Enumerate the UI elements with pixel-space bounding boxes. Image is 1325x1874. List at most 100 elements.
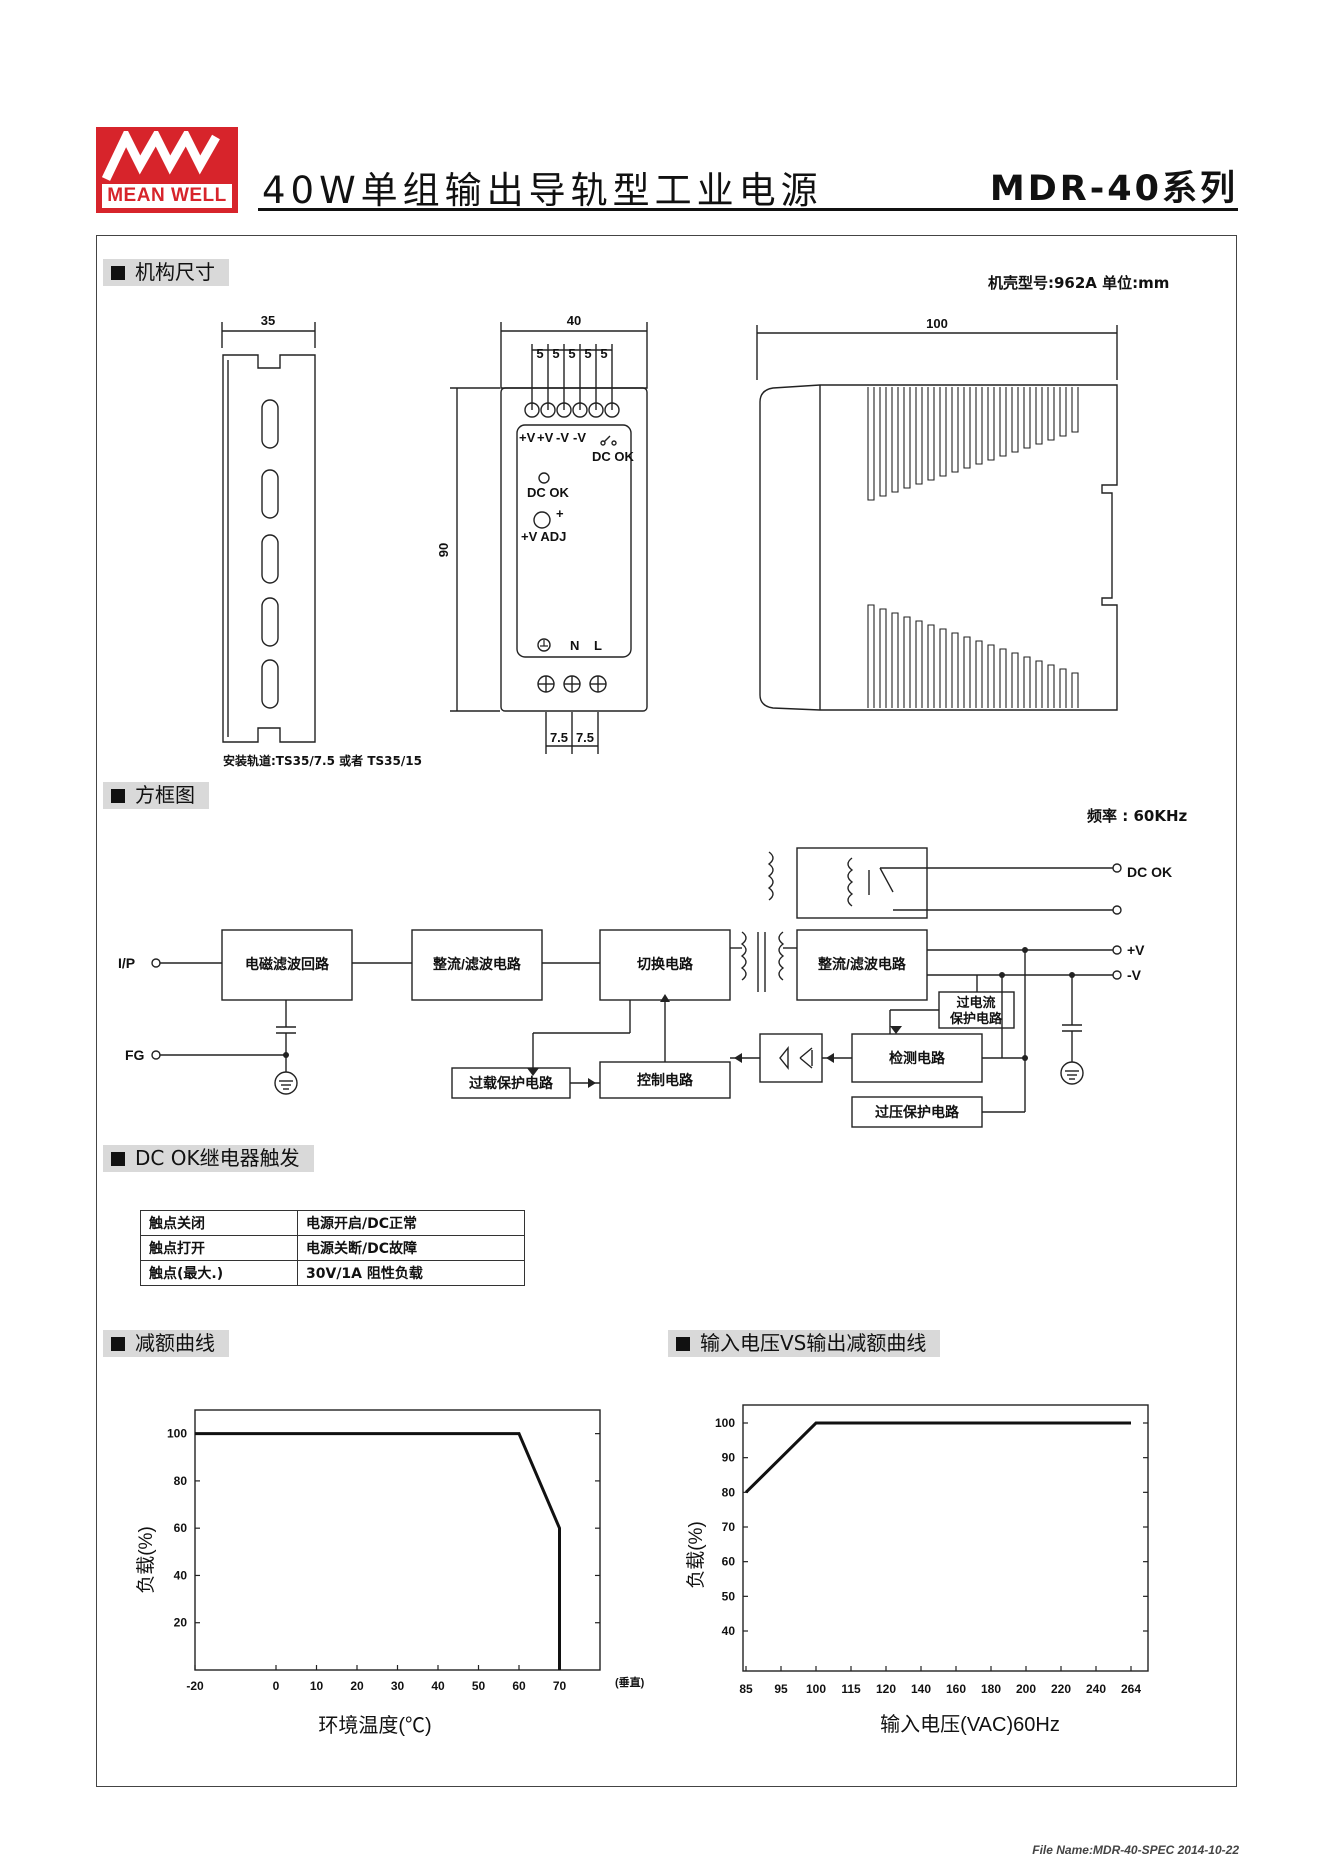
section-input-derating-title: 输入电压VS输出减额曲线 bbox=[700, 1331, 927, 1355]
frequency-note: 频率 : 60KHz bbox=[1087, 807, 1188, 825]
brand-name: MEAN WELL bbox=[102, 184, 232, 208]
ocp-label-2: 保护电路 bbox=[949, 1011, 1003, 1026]
label-minus-v-2: -V bbox=[573, 430, 586, 445]
x-tick-label: 10 bbox=[310, 1679, 324, 1693]
label-plus-v: +V bbox=[1127, 942, 1145, 958]
ground-symbol-icon bbox=[540, 640, 548, 647]
rectifier-1-block bbox=[411, 929, 543, 1001]
ocp-label-1: 过电流 bbox=[956, 995, 995, 1010]
input-derating-x-label: 输入电压(VAC)60Hz bbox=[880, 1713, 1060, 1736]
relay-key: 触点打开 bbox=[140, 1235, 298, 1261]
label-l: L bbox=[594, 638, 602, 653]
y-tick-label: 40 bbox=[722, 1624, 736, 1638]
dim-pitch-5: 5 bbox=[600, 346, 607, 361]
section-mechanical-title: 机构尺寸 bbox=[135, 260, 215, 284]
label-fg: FG bbox=[125, 1047, 145, 1063]
label-minus-v-1: -V bbox=[556, 430, 569, 445]
section-mechanical: 机构尺寸 bbox=[103, 259, 229, 286]
x-tick-label: 70 bbox=[553, 1679, 567, 1693]
emi-label: 电磁滤波回路 bbox=[245, 956, 330, 972]
y-tick-label: 50 bbox=[722, 1589, 736, 1603]
x-tick-label: 100 bbox=[806, 1682, 826, 1696]
label-minus-v: -V bbox=[1127, 967, 1142, 983]
label-dc-ok-top: DC OK bbox=[592, 449, 635, 464]
document-title: 40W单组输出导轨型工业电源 bbox=[262, 169, 823, 212]
relay-key: 触点(最大.) bbox=[140, 1260, 298, 1286]
mean-well-logo: MEAN WELL bbox=[96, 127, 238, 213]
x-tick-label: 115 bbox=[841, 1682, 861, 1696]
x-tick-label: 240 bbox=[1086, 1682, 1106, 1696]
dim-bottom-pitch-2: 7.5 bbox=[576, 730, 594, 745]
dim-side-width: 35 bbox=[261, 313, 275, 328]
x-tick-label: 220 bbox=[1051, 1682, 1071, 1696]
dim-pitch-2: 5 bbox=[552, 346, 559, 361]
x-tick-label: 40 bbox=[431, 1679, 445, 1693]
x-tick-label: 20 bbox=[350, 1679, 364, 1693]
relay-table: 触点关闭电源开启/DC正常 触点打开电源关断/DC故障 触点(最大.)30V/1… bbox=[140, 1210, 525, 1286]
x-tick-label: 120 bbox=[876, 1682, 896, 1696]
dim-pitch-3: 5 bbox=[568, 346, 575, 361]
table-row: 触点(最大.)30V/1A 阻性负载 bbox=[140, 1260, 525, 1286]
relay-value: 30V/1A 阻性负载 bbox=[297, 1260, 525, 1286]
section-relay: DC OK继电器触发 bbox=[103, 1145, 314, 1172]
y-tick-label: 80 bbox=[174, 1474, 188, 1488]
dim-depth: 100 bbox=[926, 316, 948, 331]
y-tick-label: 60 bbox=[174, 1521, 188, 1535]
input-derating-series-line bbox=[744, 1421, 1131, 1494]
ovp-label: 过压保护电路 bbox=[875, 1104, 960, 1120]
label-vadj-plus: + bbox=[556, 506, 564, 521]
dim-bottom-pitch-1: 7.5 bbox=[550, 730, 568, 745]
case-note: 机壳型号:962A 单位:mm bbox=[988, 274, 1170, 292]
label-dc-ok-out: DC OK bbox=[1127, 864, 1172, 880]
x-tick-label: -20 bbox=[186, 1679, 204, 1693]
x-tick-label: 30 bbox=[391, 1679, 405, 1693]
derating-y-label: 负载(%) bbox=[135, 1526, 157, 1594]
x-tick-label: 140 bbox=[911, 1682, 931, 1696]
x-tick-label: 0 bbox=[273, 1679, 280, 1693]
y-tick-label: 70 bbox=[722, 1520, 736, 1534]
y-tick-label: 100 bbox=[715, 1416, 735, 1430]
relay-value: 电源关断/DC故障 bbox=[297, 1235, 525, 1261]
table-row: 触点打开电源关断/DC故障 bbox=[140, 1235, 525, 1261]
mechanical-drawing: 35 40 5 5 5 5 5 +V +V -V -V DC OK DC OK … bbox=[221, 313, 1118, 754]
derating-series-line bbox=[195, 1432, 561, 1670]
rectifier-2-block bbox=[796, 929, 928, 1001]
y-tick-label: 90 bbox=[722, 1451, 736, 1465]
derating-plot-area bbox=[194, 1409, 601, 1671]
detect-label: 检测电路 bbox=[889, 1050, 946, 1066]
label-dc-ok-led: DC OK bbox=[527, 485, 570, 500]
title-rule bbox=[258, 208, 1238, 211]
relay-block bbox=[796, 847, 928, 919]
dim-pitch-4: 5 bbox=[584, 346, 591, 361]
dim-front-width: 40 bbox=[567, 313, 581, 328]
control-label: 控制电路 bbox=[637, 1072, 694, 1088]
rectifier-1-label: 整流/滤波电路 bbox=[432, 956, 522, 972]
label-n: N bbox=[570, 638, 579, 653]
mw-logo-icon bbox=[101, 131, 220, 181]
x-tick-label: 95 bbox=[774, 1682, 788, 1696]
label-plus-v-2: +V bbox=[537, 430, 554, 445]
rectifier-2-label: 整流/滤波电路 bbox=[817, 956, 907, 972]
derating-x-suffix: (垂直) bbox=[615, 1675, 645, 1689]
section-block-title: 方框图 bbox=[135, 783, 195, 807]
input-derating-y-label: 负载(%) bbox=[685, 1521, 707, 1589]
y-tick-label: 80 bbox=[722, 1485, 736, 1499]
x-tick-label: 85 bbox=[739, 1682, 753, 1696]
section-derating: 减额曲线 bbox=[103, 1330, 229, 1357]
table-row: 触点关闭电源开启/DC正常 bbox=[140, 1210, 525, 1236]
y-tick-label: 20 bbox=[174, 1616, 188, 1630]
section-input-derating: 输入电压VS输出减额曲线 bbox=[668, 1330, 941, 1357]
section-relay-title: DC OK继电器触发 bbox=[135, 1146, 300, 1170]
switch-label: 切换电路 bbox=[637, 956, 694, 972]
section-derating-title: 减额曲线 bbox=[135, 1331, 215, 1355]
dim-pitch-1: 5 bbox=[536, 346, 543, 361]
olp-label: 过载保护电路 bbox=[469, 1075, 554, 1091]
spec-frame bbox=[96, 235, 1237, 1787]
rail-note: 安装轨道:TS35/7.5 或者 TS35/15 bbox=[223, 754, 422, 768]
y-tick-label: 60 bbox=[722, 1555, 736, 1569]
label-plus-v-1: +V bbox=[519, 430, 536, 445]
x-tick-label: 160 bbox=[946, 1682, 966, 1696]
x-tick-label: 60 bbox=[512, 1679, 526, 1693]
